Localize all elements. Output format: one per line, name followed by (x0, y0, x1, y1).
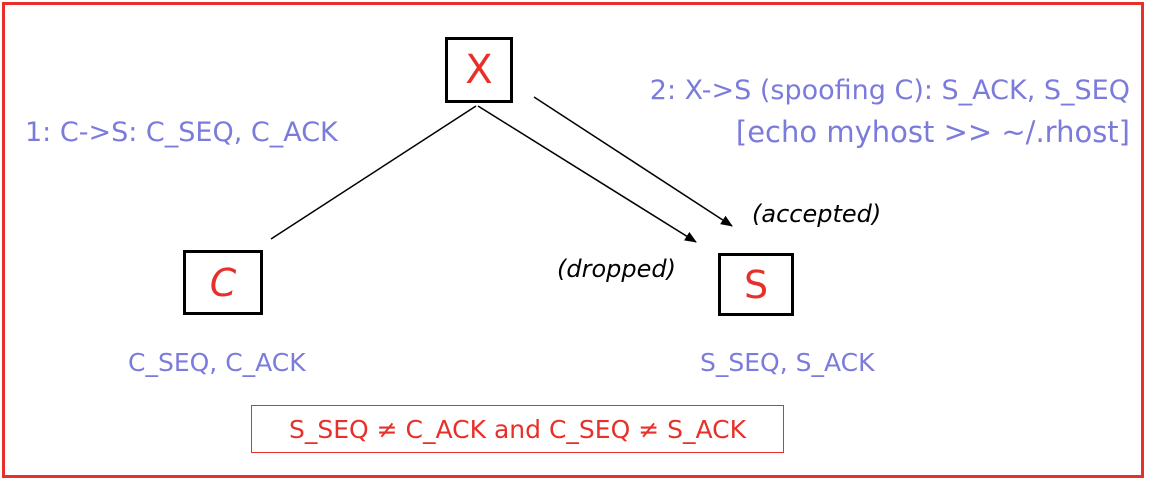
node-c-label: C (209, 260, 237, 305)
outer-frame (2, 2, 1144, 478)
dropped-note: (dropped) (557, 255, 676, 283)
step2-label: 2: X->S (spoofing C): S_ACK, S_SEQ (649, 75, 1130, 106)
node-s-label: S (743, 262, 769, 307)
step2-command-label: [echo myhost >> ~/.rhost] (735, 115, 1130, 149)
condition-text: S_SEQ ≠ C_ACK and C_SEQ ≠ S_ACK (289, 414, 746, 444)
condition-box: S_SEQ ≠ C_ACK and C_SEQ ≠ S_ACK (251, 405, 784, 453)
node-x-label: X (465, 47, 493, 93)
edge-x-to-c (270, 105, 477, 240)
accepted-note: (accepted) (752, 200, 882, 228)
node-s: S (718, 253, 794, 316)
edge-x-to-s-accepted (533, 96, 733, 227)
node-x: X (445, 37, 513, 103)
edge-x-to-s-dropped (477, 105, 697, 243)
step1-label: 1: C->S: C_SEQ, C_ACK (25, 117, 338, 148)
c-state-label: C_SEQ, C_ACK (128, 348, 306, 377)
s-state-label: S_SEQ, S_ACK (700, 348, 875, 377)
node-c: C (183, 250, 263, 315)
